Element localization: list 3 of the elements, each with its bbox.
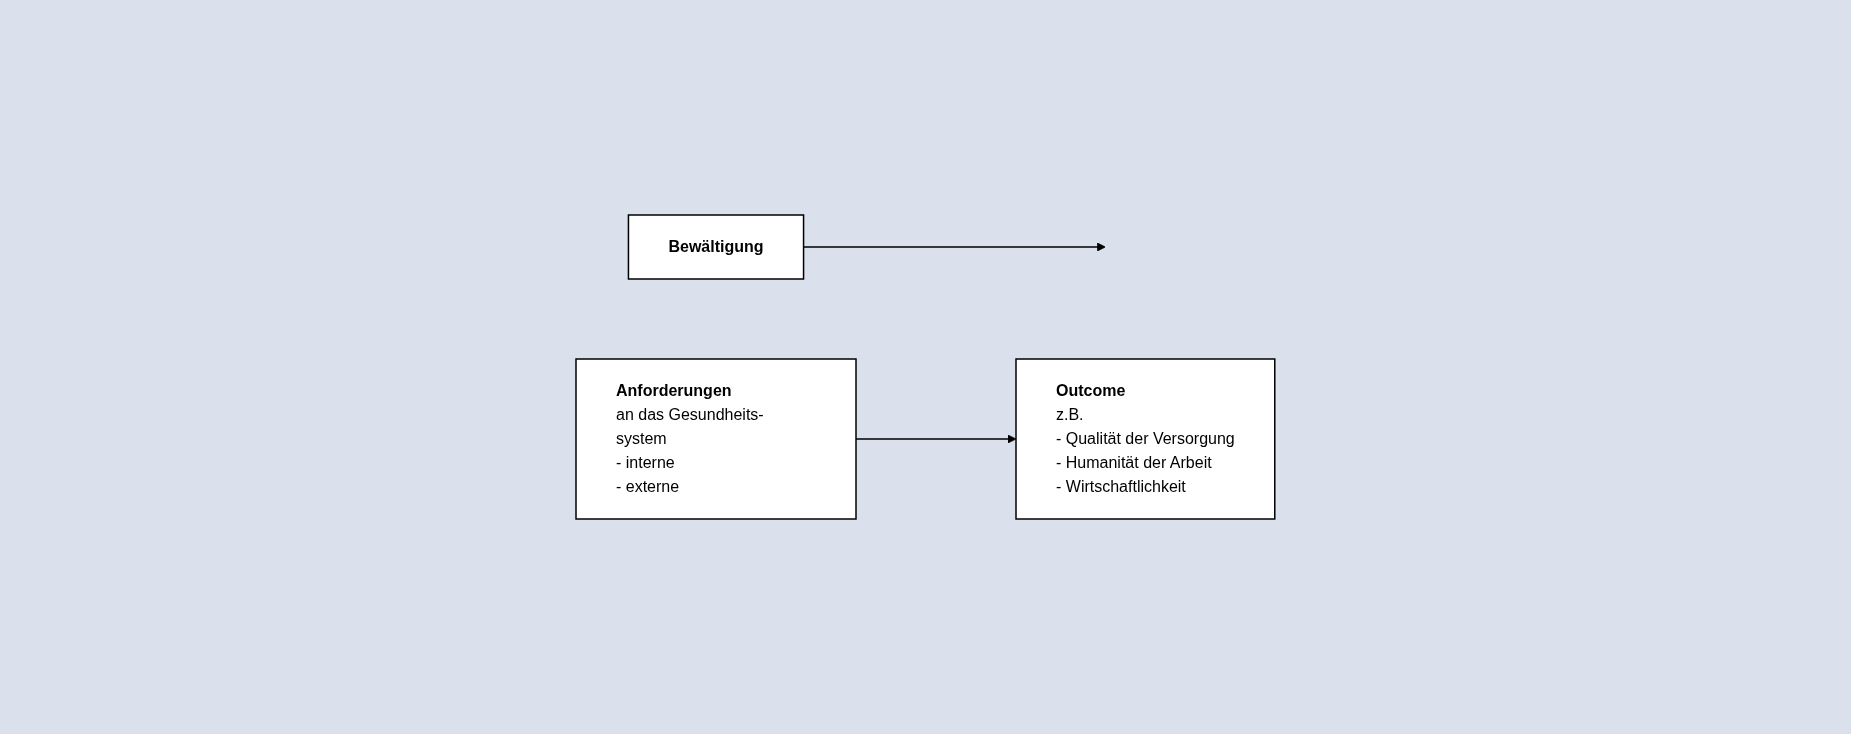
process-box: Bewältigung [627,214,805,280]
process-box: Outcome z.B. - Qualität der Versorgung - Humanität der Arbeit - Wirtschaftlichkeit [1015,358,1276,520]
process-box: Anforderungen an das Gesundheits- system - interne - externe [575,358,857,520]
